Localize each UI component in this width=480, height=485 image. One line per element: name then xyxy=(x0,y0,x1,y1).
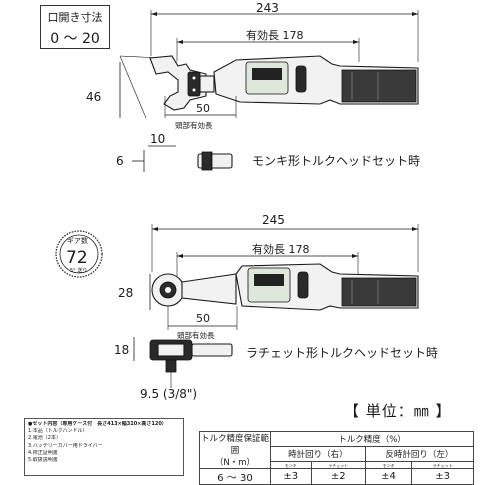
side-view-adjuster xyxy=(201,151,213,171)
table-subheader-row: 時計回り（右） 反時計回り（左） xyxy=(200,446,475,463)
head-type-cell: ラチェット xyxy=(310,461,366,469)
accuracy-value: ±2 xyxy=(310,468,366,485)
arrowhead xyxy=(353,40,359,44)
arrowhead xyxy=(352,254,358,258)
detail xyxy=(165,287,171,293)
accuracy-value: ±3 xyxy=(270,468,312,485)
accessory-item: 3.バッテリーカバー用ドライバー xyxy=(28,442,103,449)
head-type-cell: モンキ xyxy=(270,461,312,469)
square-drive xyxy=(165,359,177,373)
gear-badge-inner xyxy=(59,234,99,274)
side-view-detail xyxy=(157,343,185,357)
accessory-item: 1.本品（トルクハンドル） xyxy=(28,428,88,435)
arrowhead xyxy=(152,227,158,231)
head-type-cell: ラチェット xyxy=(411,461,474,469)
head-type-cell: モンキ xyxy=(364,461,413,469)
arrowhead xyxy=(412,12,418,16)
range-unit: （N・m） xyxy=(214,458,256,468)
overall-length-value: 245 xyxy=(262,213,285,227)
accessories-box: ●セット内容（専用ケース付 長さ413×幅310×高さ120） 1.本品（トルク… xyxy=(24,418,184,476)
range-header-cell: トルク精度保証範囲 （N・m） xyxy=(199,431,271,469)
jaw-opening-label: 口開き寸法 xyxy=(47,11,103,24)
thickness-value: 18 xyxy=(114,343,129,357)
leader-line xyxy=(119,55,147,119)
clockwise-header: 時計回り（右） xyxy=(270,446,366,463)
height-value: 46 xyxy=(86,90,101,104)
range-header: トルク精度保証範囲 xyxy=(200,434,269,456)
head-effective-length-value: 50 xyxy=(196,102,210,115)
accuracy-value: ±3 xyxy=(411,468,474,485)
arrowhead xyxy=(177,254,183,258)
jaw-opening-box: 口開き寸法 0 ～ 20 xyxy=(40,5,110,49)
display-readout xyxy=(254,274,284,286)
table-row: 6 ～ 30 ±3 ±2 ±4 ±3 xyxy=(199,468,474,485)
detail xyxy=(192,88,196,92)
ratchet-neck xyxy=(181,273,237,305)
arrowhead xyxy=(151,12,157,16)
spanner-caption: モンキ形トルクヘッドセット時 xyxy=(252,154,420,168)
unit-note: 【 単位：㎜ 】 xyxy=(344,402,452,420)
head-effective-length-value: 50 xyxy=(196,312,210,325)
gear-step-label: 5° 送り xyxy=(70,267,87,274)
gear-count-label: ギア数 xyxy=(67,236,88,245)
accuracy-value: ±4 xyxy=(364,468,413,485)
handle-grip xyxy=(341,69,417,103)
accessories-heading: ●セット内容（専用ケース付 長さ413×幅310×高さ120） xyxy=(28,421,167,427)
height-value: 28 xyxy=(118,286,133,300)
accessory-item: 2.電池（2本） xyxy=(28,435,61,442)
table-header-row: トルク精度保証範囲 （N・m） トルク精度（%） xyxy=(199,430,474,469)
torque-accuracy-table: トルク精度保証範囲 （N・m） トルク精度（%） 時計回り（右） 反時計回り（左… xyxy=(199,430,475,485)
jaw-opening-range: 0 ～ 20 xyxy=(50,31,100,47)
gear-count-value: 72 xyxy=(66,248,88,268)
control-buttons xyxy=(297,271,309,299)
overall-length-value: 243 xyxy=(256,1,279,15)
monkey-wrench-head xyxy=(149,55,207,111)
adjuster-worm xyxy=(187,71,201,97)
head-effective-length-label: 頭部有効長 xyxy=(177,330,215,340)
thickness-b-value: 10 xyxy=(150,132,165,146)
effective-length-label: 有効長 178 xyxy=(252,242,310,256)
head-neck xyxy=(199,75,215,93)
side-view-neck xyxy=(191,343,233,357)
control-buttons xyxy=(295,65,307,93)
accessory-item: 4.校正証明書 xyxy=(28,449,58,456)
drive-size-value: 9.5 (3/8") xyxy=(140,387,197,401)
accuracy-header: トルク精度（%） xyxy=(270,430,474,448)
handle-grip xyxy=(341,277,417,307)
arrowhead xyxy=(412,227,418,231)
head-effective-length-label: 頭部有効長 xyxy=(175,120,213,130)
ratchet-caption: ラチェット形トルクヘッドセット時 xyxy=(246,346,438,360)
detail xyxy=(192,76,196,80)
display-readout xyxy=(252,68,282,80)
effective-length-label: 有効長 178 xyxy=(246,28,304,42)
accessory-item: 5.取扱説明書 xyxy=(28,457,58,464)
range-value: 6 ～ 30 xyxy=(199,468,271,485)
counterclockwise-header: 反時計回り（左） xyxy=(364,446,475,463)
arrowhead xyxy=(177,40,183,44)
thickness-a-value: 6 xyxy=(116,154,124,168)
